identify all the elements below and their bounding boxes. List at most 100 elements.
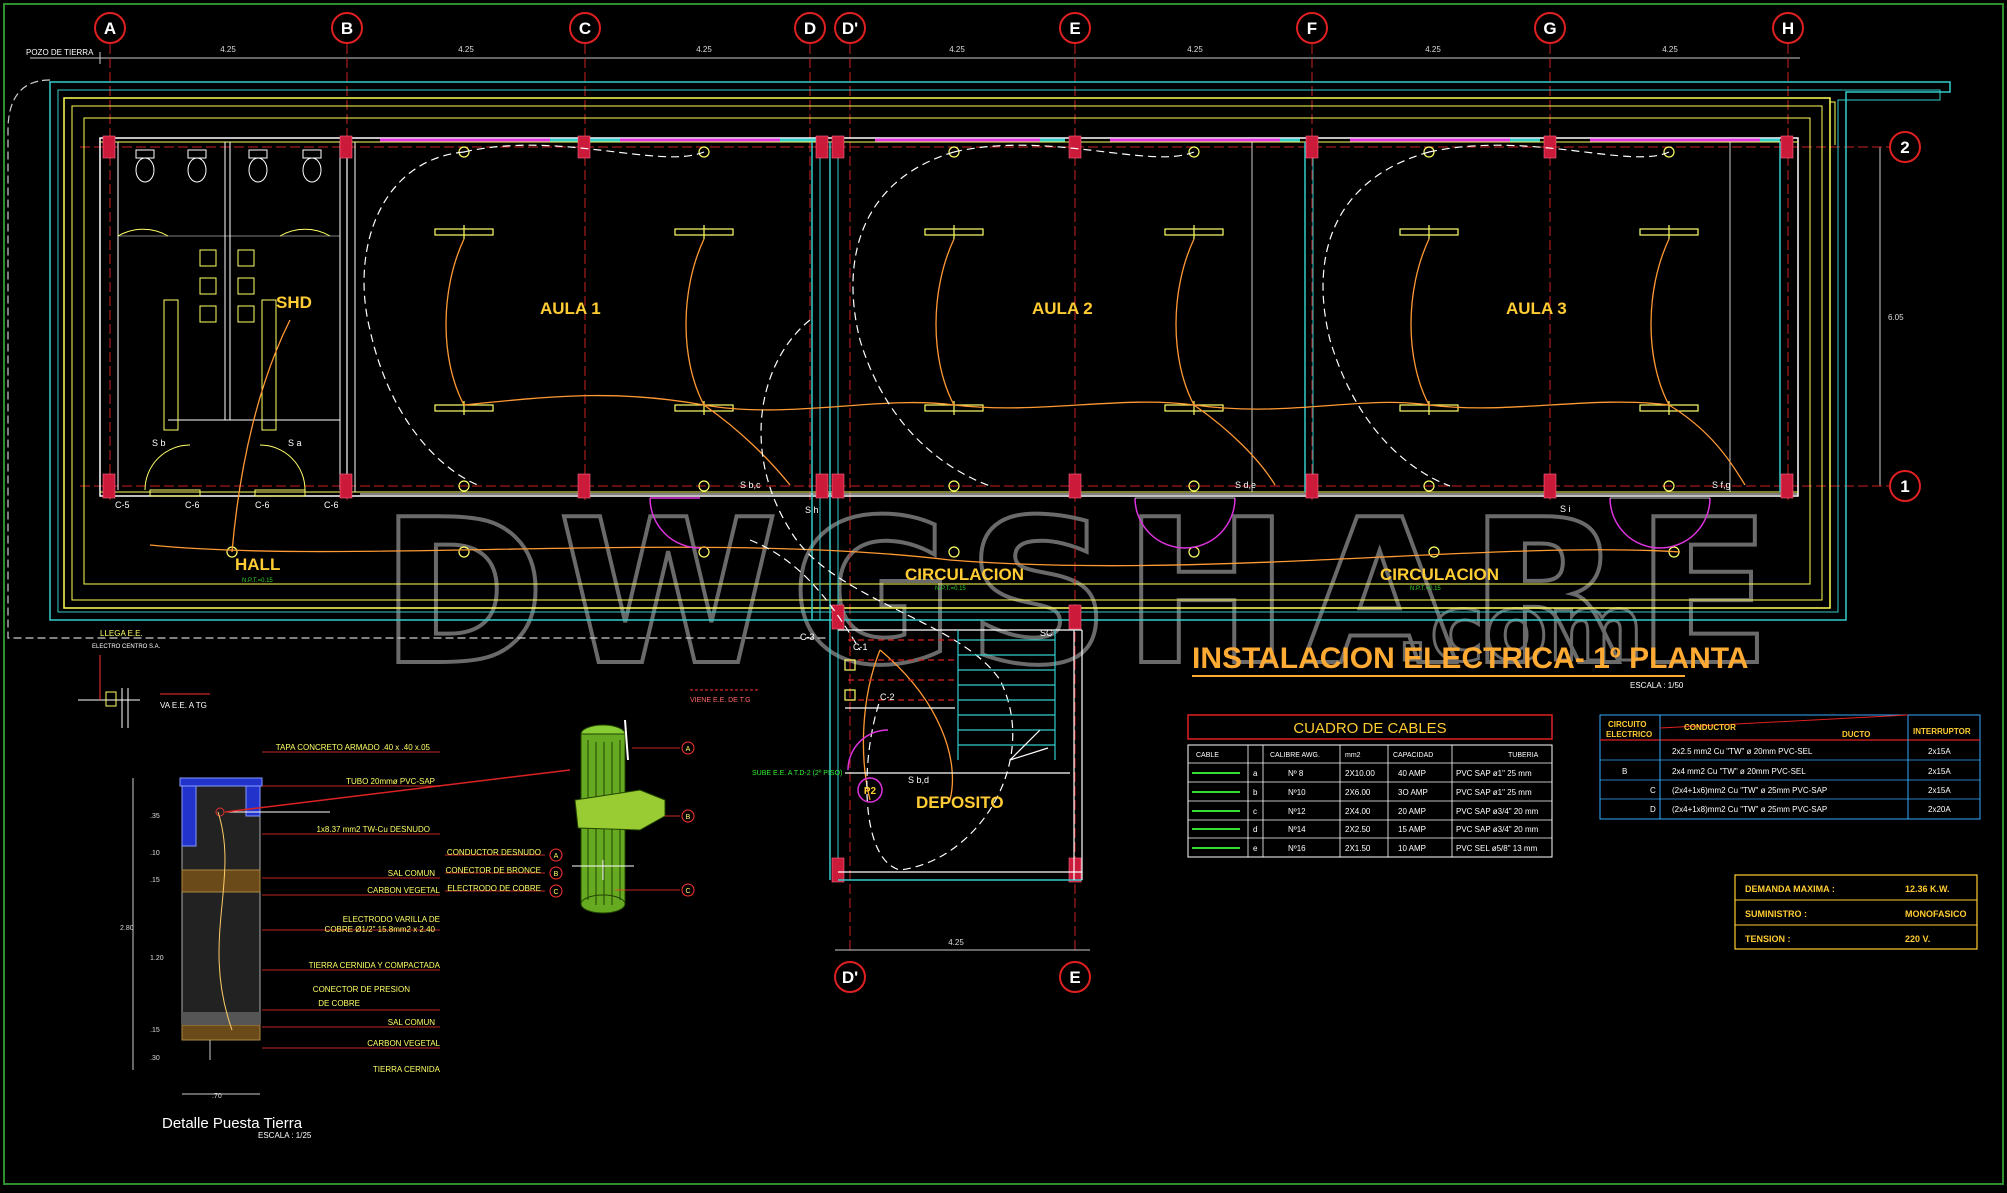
svg-text:CONECTOR DE PRESION: CONECTOR DE PRESION: [313, 985, 410, 994]
svg-text:CONDUCTOR DESNUDO: CONDUCTOR DESNUDO: [447, 848, 541, 857]
hall-label: HALL: [235, 555, 280, 574]
svg-text:SUBE E.E. A T.D-2 (2º PISO): SUBE E.E. A T.D-2 (2º PISO): [752, 770, 842, 777]
svg-text:20 AMP: 20 AMP: [1398, 807, 1426, 816]
plan-title: INSTALACION ELECTRICA- 1º PLANTA ESCALA …: [1192, 642, 1749, 690]
svg-text:4.25: 4.25: [696, 45, 712, 54]
svg-text:PVC SAP ø1" 25 mm: PVC SAP ø1" 25 mm: [1456, 769, 1532, 778]
svg-text:mm2: mm2: [1345, 752, 1361, 759]
svg-text:CONDUCTOR: CONDUCTOR: [1684, 723, 1736, 732]
svg-text:TUBERIA: TUBERIA: [1508, 752, 1539, 759]
svg-text:1.20: 1.20: [150, 955, 164, 962]
service-entry: LLEGA E.E. ELECTRO CENTRO S.A. VA E.E. A…: [78, 629, 842, 777]
sheet-border: [3, 3, 2004, 1185]
svg-text:PVC SAP ø3/4" 20 mm: PVC SAP ø3/4" 20 mm: [1456, 807, 1539, 816]
svg-text:TENSION :: TENSION :: [1745, 934, 1791, 944]
svg-text:B: B: [341, 19, 353, 38]
level-labels: N.P.T.=0.15 N.P.T.=0.15 N.P.T.=0.15: [242, 578, 1441, 592]
svg-text:P2: P2: [864, 786, 877, 797]
svg-text:C: C: [553, 889, 558, 896]
svg-text:Nº10: Nº10: [1288, 788, 1306, 797]
svg-text:ELECTRICO: ELECTRICO: [1606, 730, 1652, 739]
svg-text:C-6: C-6: [185, 500, 200, 510]
svg-text:CIRCUITO: CIRCUITO: [1608, 720, 1647, 729]
svg-text:e: e: [1253, 844, 1258, 853]
svg-text:SAL COMUN: SAL COMUN: [388, 869, 435, 878]
svg-text:2: 2: [1900, 138, 1909, 157]
axis-bubbles-right: 2 1: [1889, 131, 1921, 502]
outlets: [226, 146, 1680, 558]
svg-text:F: F: [1307, 19, 1317, 38]
svg-text:D: D: [804, 19, 816, 38]
svg-text:2x2.5 mm2 Cu "TW" ø 20mm PVC-: 2x2.5 mm2 Cu "TW" ø 20mm PVC-SEL: [1672, 747, 1813, 756]
svg-text:C: C: [1650, 786, 1656, 795]
shd-label: SHD: [276, 293, 312, 312]
watermark: DWGSHARE .com: [378, 475, 1774, 712]
svg-text:10 AMP: 10 AMP: [1398, 844, 1426, 853]
svg-text:CUADRO DE CABLES: CUADRO DE CABLES: [1293, 720, 1446, 737]
svg-text:4.25: 4.25: [458, 45, 474, 54]
svg-text:C: C: [579, 19, 591, 38]
svg-text:.15: .15: [150, 877, 160, 884]
svg-text:2X6.00: 2X6.00: [1345, 788, 1371, 797]
svg-text:4.25: 4.25: [1187, 45, 1203, 54]
svg-text:TIERRA CERNIDA Y COMPACTADA: TIERRA CERNIDA Y COMPACTADA: [309, 961, 441, 970]
switch-circuits: [363, 144, 1670, 871]
svg-text:3O AMP: 3O AMP: [1398, 788, 1428, 797]
svg-text:D': D': [842, 968, 858, 987]
svg-text:40 AMP: 40 AMP: [1398, 769, 1426, 778]
svg-text:B: B: [686, 814, 691, 821]
svg-text:CALIBRE AWG.: CALIBRE AWG.: [1270, 752, 1320, 759]
svg-text:Detalle Puesta Tierra: Detalle Puesta Tierra: [162, 1115, 303, 1132]
svg-text:C-6: C-6: [324, 500, 339, 510]
svg-text:d: d: [1253, 825, 1257, 834]
ground-conductor-route: [7, 79, 830, 639]
columns: [102, 135, 1794, 883]
grounding-detail: .70 .35 .10 .15 1.20 .15 .30 2.80 TAPA C…: [120, 743, 571, 1140]
svg-text:A: A: [554, 853, 559, 860]
axis-bubbles-top: A B C D D' E F G H: [94, 12, 1804, 44]
svg-text:N.P.T.=0.15: N.P.T.=0.15: [935, 586, 966, 592]
svg-text:ESCALA : 1/50: ESCALA : 1/50: [1630, 681, 1684, 690]
svg-text:.30: .30: [150, 1055, 160, 1062]
svg-text:S i: S i: [1560, 504, 1571, 514]
pozo-label: POZO DE TIERRA: [26, 48, 94, 57]
svg-text:DEMANDA MAXIMA :: DEMANDA MAXIMA :: [1745, 884, 1835, 894]
svg-text:C-5: C-5: [115, 500, 130, 510]
svg-text:2x4 mm2 Cu "TW" ø 20mm PVC-SE: 2x4 mm2 Cu "TW" ø 20mm PVC-SEL: [1672, 767, 1806, 776]
svg-text:220 V.: 220 V.: [1905, 934, 1930, 944]
svg-text:CABLE: CABLE: [1196, 752, 1219, 759]
svg-text:ELECTRODO DE COBRE: ELECTRODO DE COBRE: [447, 884, 541, 893]
svg-text:CARBON VEGETAL: CARBON VEGETAL: [367, 886, 440, 895]
toilet-fixtures: [117, 149, 331, 491]
svg-text:Nº14: Nº14: [1288, 825, 1306, 834]
svg-text:2x15A: 2x15A: [1928, 786, 1951, 795]
svg-text:ESCALA : 1/25: ESCALA : 1/25: [258, 1131, 312, 1140]
svg-text:Nº16: Nº16: [1288, 844, 1306, 853]
svg-text:D: D: [1650, 805, 1656, 814]
svg-text:CAPACIDAD: CAPACIDAD: [1393, 752, 1433, 759]
switch-labels: S b S a S b,c S h S d,e S f,g S i S b,d …: [115, 438, 1731, 785]
svg-text:1x8.37 mm2 TW-Cu DESNUDO: 1x8.37 mm2 TW-Cu DESNUDO: [316, 825, 430, 834]
svg-text:4.25: 4.25: [220, 45, 236, 54]
svg-text:B: B: [554, 871, 559, 878]
svg-text:INTERRUPTOR: INTERRUPTOR: [1913, 727, 1971, 736]
svg-text:SC: SC: [1040, 628, 1053, 638]
circulacion-2-label: CIRCULACION: [1380, 565, 1499, 584]
svg-text:Nº12: Nº12: [1288, 807, 1306, 816]
svg-text:C: C: [685, 888, 690, 895]
svg-text:ELECTRO CENTRO S.A.: ELECTRO CENTRO S.A.: [92, 644, 161, 650]
svg-text:6.05: 6.05: [1888, 313, 1904, 322]
svg-text:ELECTRODO VARILLA DE: ELECTRODO VARILLA DE: [343, 915, 440, 924]
svg-text:2X1.50: 2X1.50: [1345, 844, 1371, 853]
svg-text:4.25: 4.25: [948, 938, 964, 947]
svg-text:A: A: [686, 746, 691, 753]
svg-text:2X4.00: 2X4.00: [1345, 807, 1371, 816]
svg-text:2.80: 2.80: [120, 925, 134, 932]
svg-text:S a: S a: [288, 438, 302, 448]
aula1-label: AULA 1: [540, 299, 601, 318]
right-dimension-line: 6.05: [1879, 147, 1904, 486]
svg-text:1: 1: [1900, 477, 1909, 496]
luminaires: [434, 224, 1699, 416]
svg-text:TAPA CONCRETO ARMADO .40 x .40: TAPA CONCRETO ARMADO .40 x .40 x.05: [276, 743, 431, 752]
